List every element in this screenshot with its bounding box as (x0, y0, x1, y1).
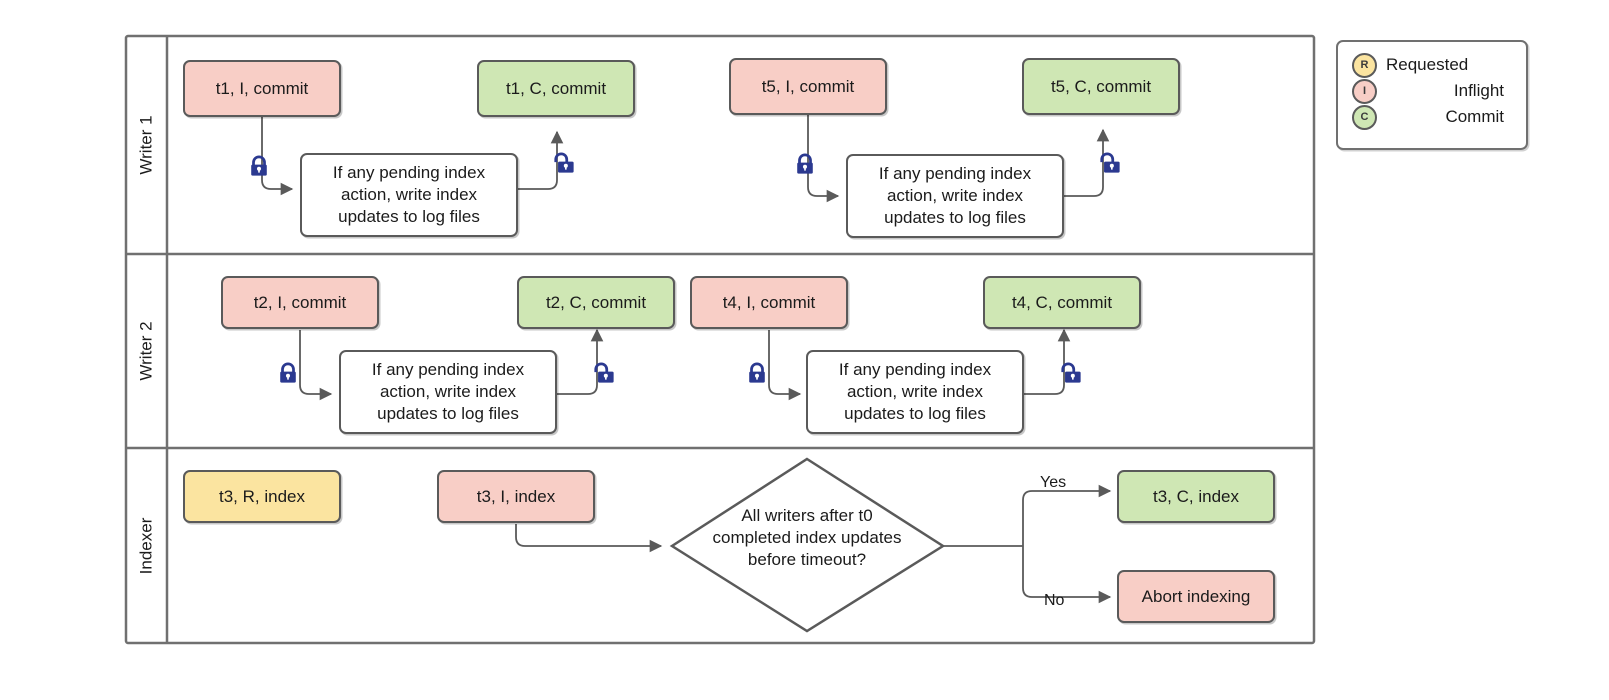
commit-badge-icon: C (1352, 104, 1377, 130)
lock-closed-icon (746, 362, 768, 384)
lock-closed-icon (277, 362, 299, 384)
lane-label-writer-2: Writer 2 (126, 254, 167, 448)
w1-edges-a (261, 117, 564, 196)
decision-line-3: before timeout? (747, 549, 867, 569)
indexer-edges (515, 484, 1112, 604)
node-w1-t5-inflight[interactable]: t5, I, commit (729, 58, 887, 115)
lane-label-writer-1: Writer 1 (126, 36, 167, 254)
lane-label-text: Writer 2 (136, 321, 156, 381)
w1-edges-b (807, 115, 1110, 203)
legend-panel: R Requested I Inflight C Commit (1336, 40, 1528, 150)
node-w2-t4-inflight[interactable]: t4, I, commit (690, 276, 848, 329)
node-indexer-t3-inflight[interactable]: t3, I, index (437, 470, 595, 523)
lock-closed-icon (248, 155, 270, 177)
lock-open-icon (1099, 152, 1121, 174)
lane-label-indexer: Indexer (126, 448, 167, 643)
legend-label: Requested (1386, 55, 1469, 74)
node-w2-t2-inflight[interactable]: t2, I, commit (221, 276, 379, 329)
w2-edges-b (768, 328, 1071, 401)
legend-label: Commit (1445, 107, 1504, 126)
lane-label-text: Writer 1 (136, 115, 156, 175)
node-w1-process-b[interactable]: If any pending index action, write index… (846, 154, 1064, 238)
node-w2-t4-commit[interactable]: t4, C, commit (983, 276, 1141, 329)
node-w2-t2-commit[interactable]: t2, C, commit (517, 276, 675, 329)
legend-item-inflight: I Inflight (1352, 78, 1510, 104)
legend-item-commit: C Commit (1352, 104, 1510, 130)
legend-label: Inflight (1453, 81, 1504, 100)
node-indexer-t3-requested[interactable]: t3, R, index (183, 470, 341, 523)
node-indexer-t3-commit[interactable]: t3, C, index (1117, 470, 1275, 523)
node-w1-process-a[interactable]: If any pending index action, write index… (300, 153, 518, 237)
lane-label-text: Indexer (136, 517, 156, 574)
node-w1-t5-commit[interactable]: t5, C, commit (1022, 58, 1180, 115)
inflight-badge-icon: I (1352, 78, 1377, 104)
edge-label-no: No (1044, 592, 1065, 609)
requested-badge-icon: R (1352, 52, 1377, 78)
lock-open-icon (553, 152, 575, 174)
decision-diamond (669, 457, 946, 633)
lock-closed-icon (794, 153, 816, 175)
decision-line-2: completed index updates (712, 527, 902, 547)
node-w2-process-a[interactable]: If any pending index action, write index… (339, 350, 557, 434)
node-w2-process-b[interactable]: If any pending index action, write index… (806, 350, 1024, 434)
w2-edges-a (299, 328, 604, 401)
node-indexer-abort[interactable]: Abort indexing (1117, 570, 1275, 623)
edge-label-yes: Yes (1040, 474, 1067, 491)
decision-line-1: All writers after t0 (741, 506, 873, 525)
node-w1-t1-inflight[interactable]: t1, I, commit (183, 60, 341, 117)
node-w1-t1-commit[interactable]: t1, C, commit (477, 60, 635, 117)
pool-frame (124, 34, 1316, 645)
lock-open-icon (593, 362, 615, 384)
legend-item-requested: R Requested (1352, 52, 1510, 78)
decision-label: All writers after t0 completed index upd… (680, 505, 934, 570)
lock-open-icon (1060, 362, 1082, 384)
